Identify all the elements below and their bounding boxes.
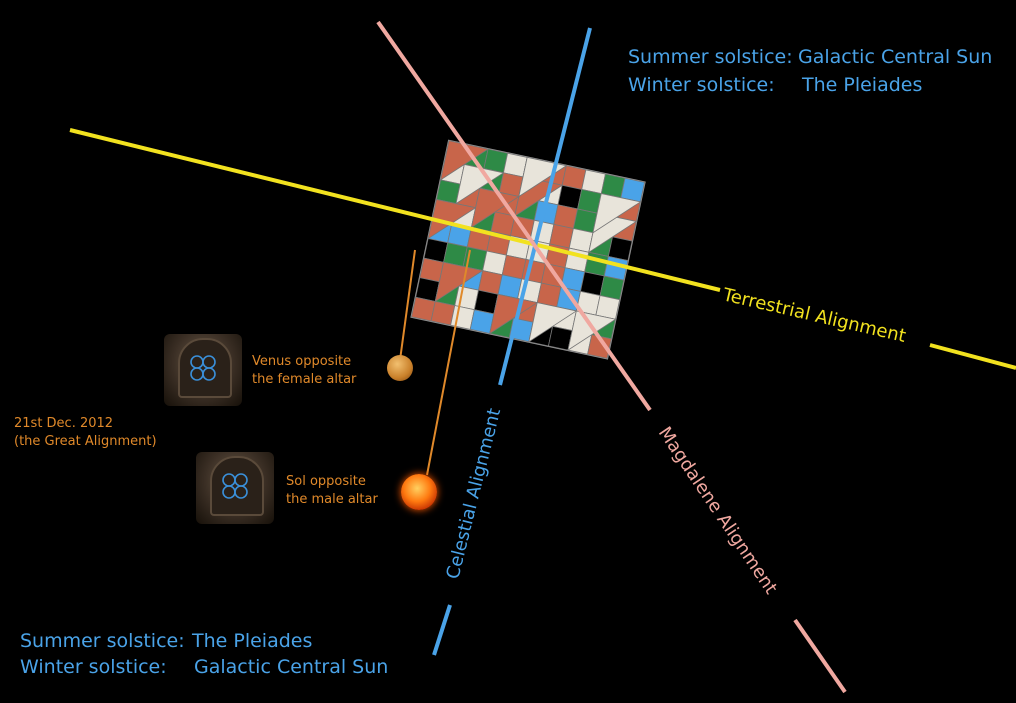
rose-window-icon bbox=[222, 473, 248, 499]
sol-connector bbox=[426, 249, 471, 476]
celestial-label: Celestial Alignment bbox=[442, 406, 505, 581]
terrestrial-line-end bbox=[929, 343, 1016, 370]
sol-text-line1: Sol opposite bbox=[286, 474, 366, 489]
venus-window-image bbox=[164, 334, 242, 406]
venus-text-line2: the female altar bbox=[252, 372, 357, 387]
sol-text-line2: the male altar bbox=[286, 492, 378, 507]
top-summer-label: Summer solstice: bbox=[628, 46, 793, 68]
magdalene-label: Magdalene Alignment bbox=[654, 423, 782, 598]
top-summer-value: Galactic Central Sun bbox=[798, 46, 993, 68]
magdalene-line-end bbox=[793, 618, 847, 694]
floor-triangle bbox=[489, 293, 539, 335]
rose-window-icon bbox=[190, 355, 216, 381]
terrestrial-label: Terrestrial Alignment bbox=[720, 284, 908, 347]
celestial-line-end bbox=[432, 604, 452, 656]
date-note-line1: 21st Dec. 2012 bbox=[14, 416, 114, 431]
venus-text-line1: Venus opposite bbox=[252, 354, 352, 369]
floor-triangle bbox=[592, 193, 642, 234]
sol-window-image bbox=[196, 452, 274, 524]
date-note-line2: (the Great Alignment) bbox=[14, 434, 157, 449]
magdalene-line bbox=[376, 20, 652, 412]
bottom-winter-value: Galactic Central Sun bbox=[194, 656, 389, 678]
celestial-line bbox=[498, 27, 592, 386]
venus-planet-icon bbox=[387, 355, 413, 381]
bottom-summer-value: The Pleiades bbox=[192, 630, 313, 652]
floor-plan bbox=[410, 139, 646, 360]
floor-triangle bbox=[567, 310, 617, 351]
sun-icon bbox=[401, 474, 437, 510]
venus-connector bbox=[399, 249, 416, 361]
floor-triangle bbox=[434, 261, 484, 303]
bottom-summer-label: Summer solstice: bbox=[20, 630, 185, 652]
terrestrial-line bbox=[69, 128, 721, 292]
top-winter-value: The Pleiades bbox=[802, 74, 923, 96]
floor-triangle bbox=[455, 164, 505, 205]
floor-triangle bbox=[528, 302, 578, 343]
top-winter-label: Winter solstice: bbox=[628, 74, 775, 96]
bottom-winter-label: Winter solstice: bbox=[20, 656, 167, 678]
